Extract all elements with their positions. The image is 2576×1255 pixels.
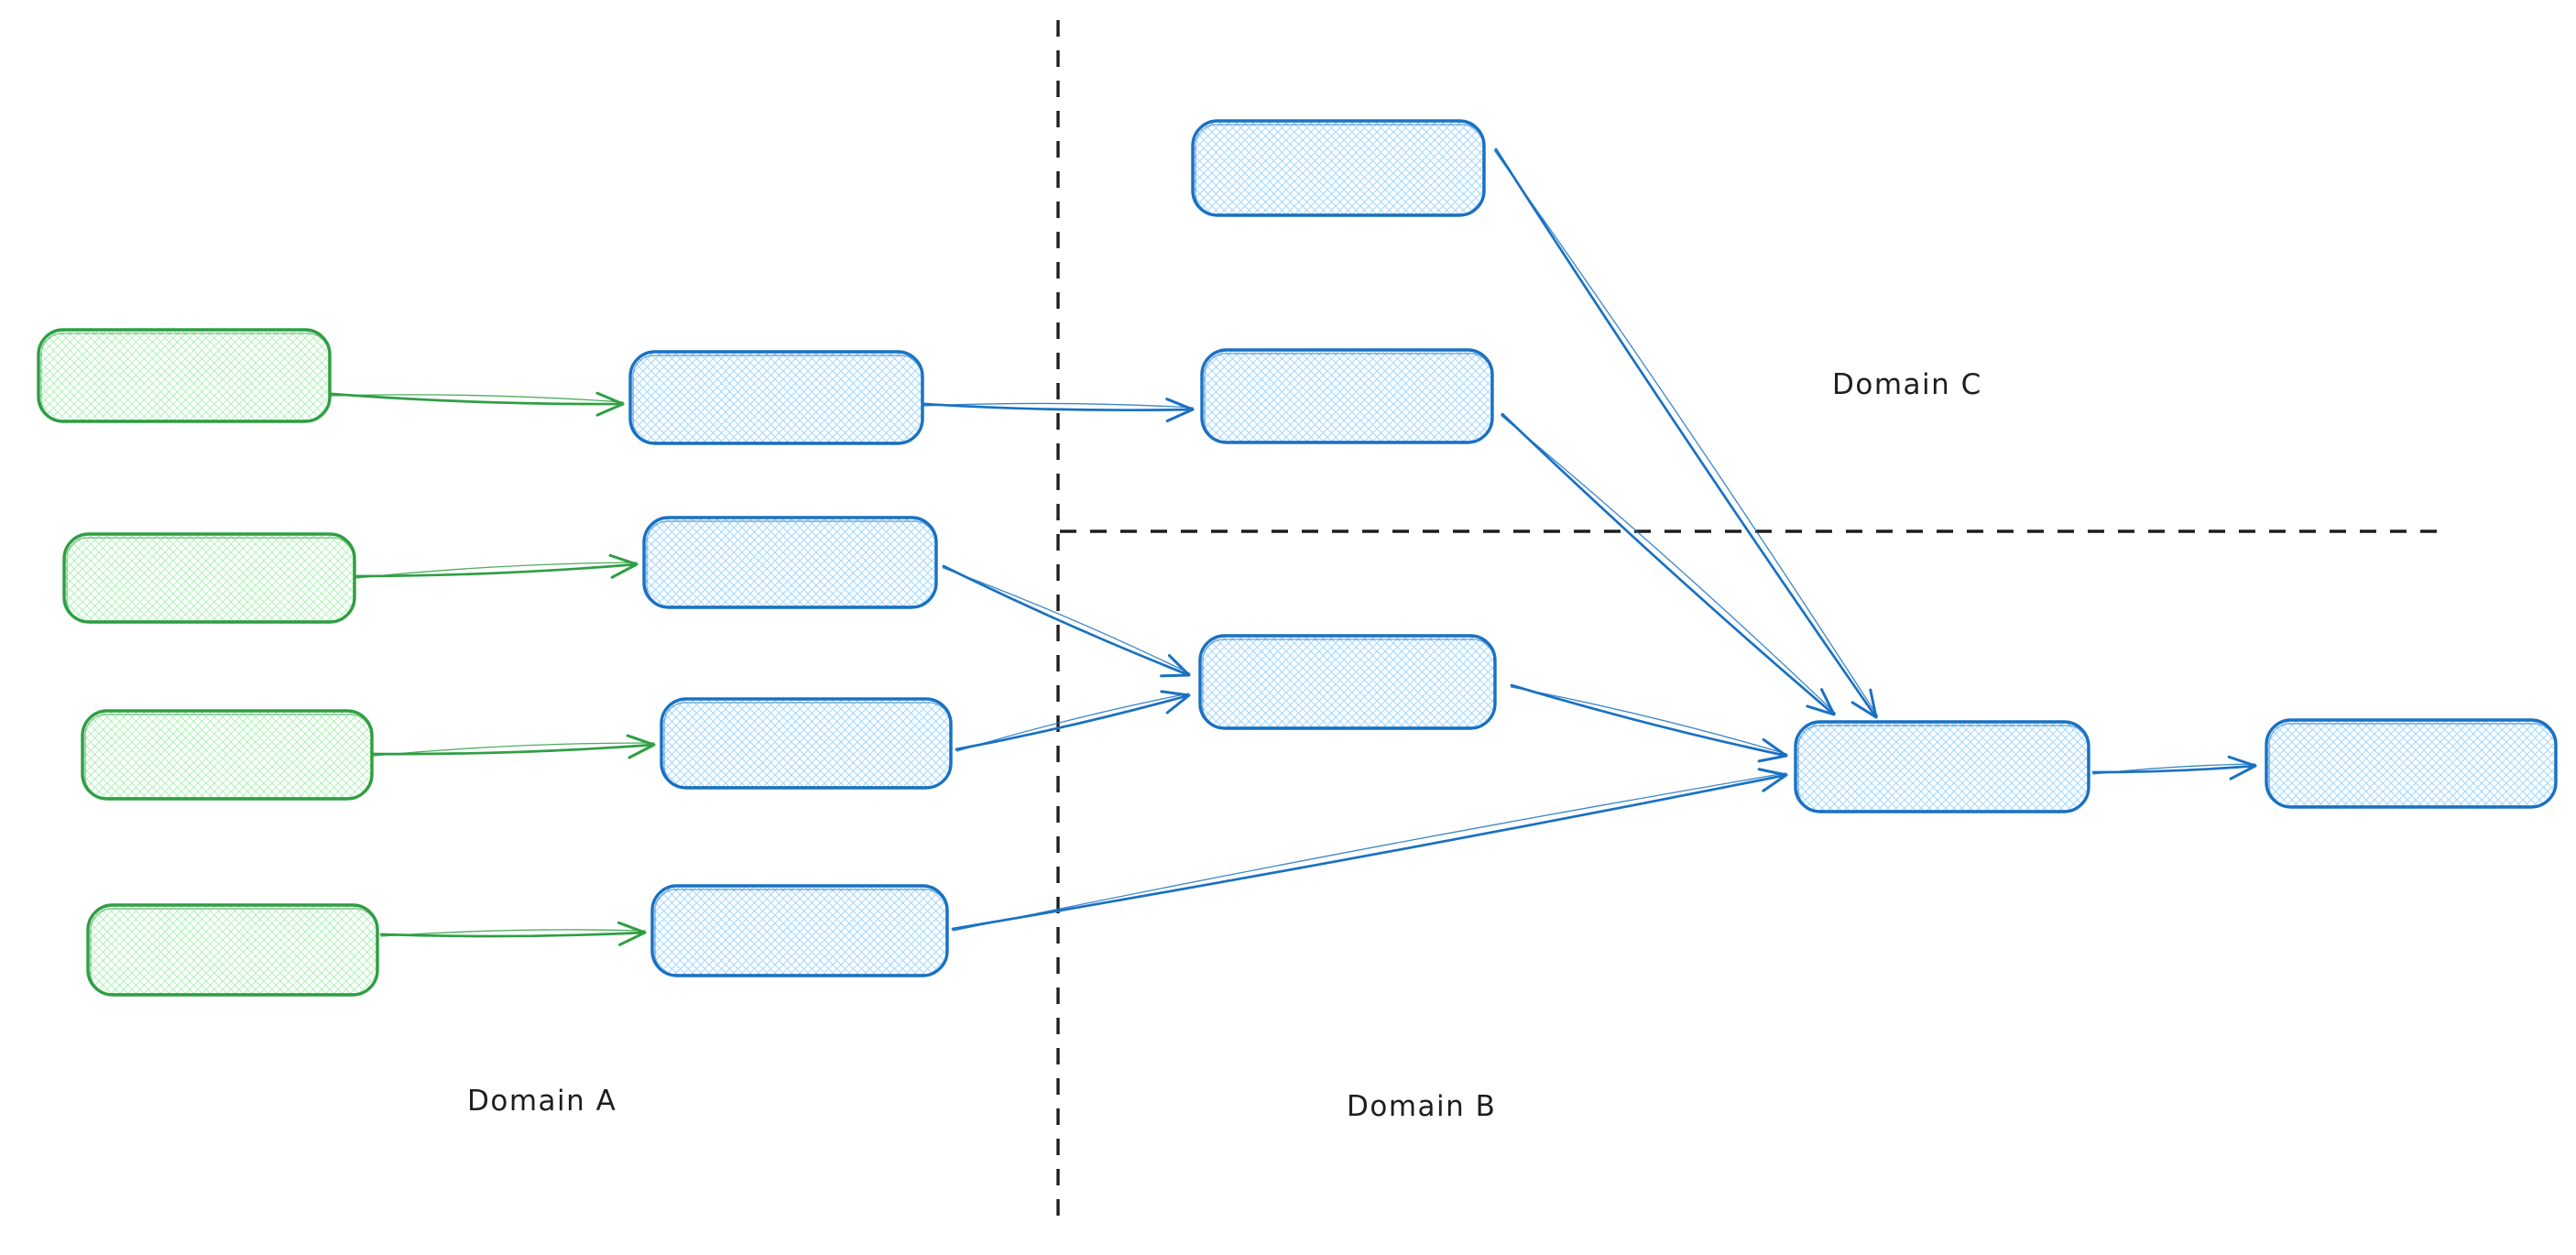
- node-sketch-echo: [84, 714, 372, 799]
- node-domain-a-source-2[interactable]: [62, 532, 356, 624]
- arrow-source4-to-process4[interactable]: [379, 921, 647, 946]
- arrow-sketch-echo: [1493, 149, 1879, 717]
- node-domain-a-process-3[interactable]: [660, 697, 953, 790]
- arrow-source1-to-process1[interactable]: [330, 391, 625, 417]
- node-body: [37, 328, 332, 423]
- node-body: [1198, 634, 1497, 730]
- node-body: [642, 516, 938, 609]
- node-domain-c-box-2[interactable]: [1200, 348, 1494, 444]
- node-sketch-echo: [66, 537, 355, 622]
- node-body: [1794, 720, 2090, 813]
- node-domain-a-source-3[interactable]: [81, 709, 374, 801]
- node-domain-b-output[interactable]: [2265, 718, 2558, 809]
- node-sketch-echo: [1204, 353, 1492, 442]
- arrow-shaft: [951, 768, 1788, 931]
- node-body: [81, 709, 374, 801]
- arrow-sketch-echo: [942, 567, 1191, 674]
- node-domain-a-process-4[interactable]: [650, 884, 949, 977]
- node-domain-c-box-1[interactable]: [1191, 119, 1486, 217]
- arrow-shaft: [372, 734, 656, 759]
- arrow-source2-to-process2[interactable]: [355, 553, 639, 579]
- node-sketch-echo: [654, 889, 947, 976]
- arrow-sketch-echo: [1510, 686, 1788, 755]
- arrow-shaft: [922, 398, 1195, 423]
- node-sketch-echo: [90, 908, 377, 995]
- arrow-sketch-echo: [380, 929, 646, 937]
- node-body: [86, 903, 379, 997]
- node-body: [628, 350, 924, 445]
- node-domain-a-process-2[interactable]: [642, 516, 938, 609]
- node-domain-a-process-1[interactable]: [628, 350, 924, 445]
- label-domain-a[interactable]: Domain A: [467, 1085, 617, 1118]
- diagram-nodes: [37, 119, 2558, 997]
- arrow-process4-to-hub[interactable]: [951, 768, 1788, 932]
- arrow-hub-to-output[interactable]: [2091, 755, 2257, 780]
- arrow-shaft: [1494, 147, 1878, 719]
- arrow-sketch-echo: [955, 693, 1190, 752]
- arrow-process3-to-domain-b-box-1[interactable]: [955, 690, 1191, 752]
- arrow-domain-b-box-1-to-hub[interactable]: [1510, 683, 1788, 763]
- node-sketch-echo: [632, 355, 922, 443]
- arrow-sketch-echo: [2092, 763, 2256, 775]
- arrow-shaft: [355, 553, 639, 579]
- node-body: [62, 532, 356, 624]
- arrow-sketch-echo: [1501, 414, 1836, 715]
- arrow-process2-to-domain-b-box-1[interactable]: [942, 564, 1191, 678]
- node-body: [650, 884, 949, 977]
- arrow-sketch-echo: [952, 772, 1787, 932]
- arrow-shaft: [1501, 412, 1836, 716]
- label-domain-b[interactable]: Domain B: [1347, 1090, 1496, 1123]
- domain-dividers: [1056, 20, 2448, 1228]
- node-domain-b-hub[interactable]: [1794, 720, 2090, 813]
- arrow-sketch-echo: [331, 394, 624, 403]
- arrow-domain-c-box-2-to-hub[interactable]: [1501, 412, 1836, 716]
- arrow-sketch-echo: [355, 562, 638, 579]
- node-body: [660, 697, 953, 790]
- arrow-shaft: [955, 690, 1191, 751]
- node-sketch-echo: [40, 333, 330, 421]
- arrow-source3-to-process3[interactable]: [372, 734, 656, 759]
- arrow-sketch-echo: [373, 742, 655, 757]
- node-sketch-echo: [646, 520, 936, 607]
- arrow-shaft: [379, 921, 647, 946]
- node-domain-a-source-4[interactable]: [86, 903, 379, 997]
- arrow-sketch-echo: [923, 402, 1194, 409]
- node-domain-b-box-1[interactable]: [1198, 634, 1497, 730]
- node-sketch-echo: [663, 702, 951, 788]
- node-sketch-echo: [1797, 725, 2089, 812]
- node-sketch-echo: [1202, 638, 1495, 728]
- label-domain-c[interactable]: Domain C: [1832, 368, 1982, 401]
- node-body: [1200, 348, 1494, 444]
- arrow-process1-to-domain-c-box-2[interactable]: [922, 398, 1195, 423]
- arrow-shaft: [1510, 683, 1788, 763]
- arrow-domain-c-box-1-to-hub[interactable]: [1493, 147, 1879, 719]
- node-body: [1191, 119, 1486, 217]
- node-sketch-echo: [2268, 723, 2556, 807]
- arrow-shaft: [330, 391, 625, 417]
- diagram-arrows: [330, 147, 2257, 946]
- arrow-shaft: [942, 564, 1191, 678]
- node-body: [2265, 718, 2558, 809]
- node-sketch-echo: [1195, 124, 1484, 215]
- node-domain-a-source-1[interactable]: [37, 328, 332, 423]
